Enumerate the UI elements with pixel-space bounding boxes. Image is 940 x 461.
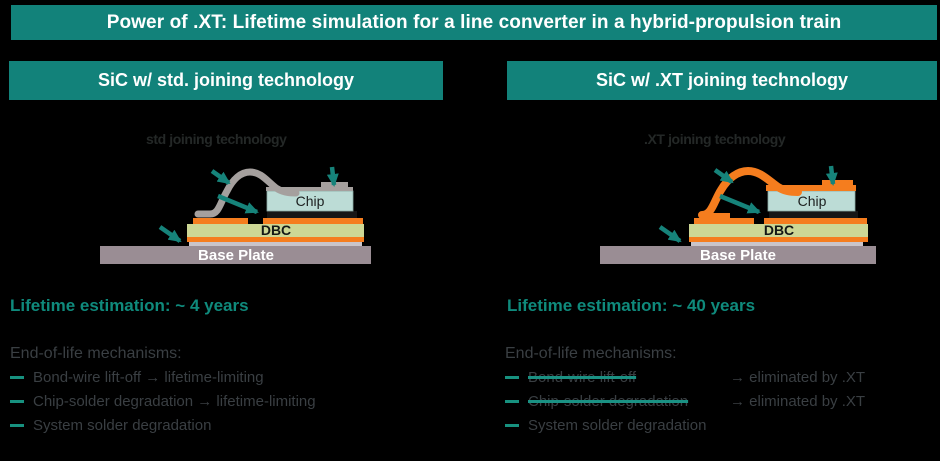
base-plate-label: Base Plate <box>700 247 776 264</box>
dbc-label: DBC <box>764 222 794 238</box>
diagram-label-std: std joining technology <box>146 131 287 147</box>
chip-solder-layer <box>769 211 858 218</box>
dbc-label: DBC <box>261 222 291 238</box>
dbc-bottom-copper-layer <box>187 237 364 242</box>
dbc-top-copper-pad-right <box>263 218 363 224</box>
bullet-dash-icon <box>505 424 519 427</box>
bullet-dash-icon <box>10 424 24 427</box>
base-plate-rect <box>600 246 876 264</box>
xt-package-diagram: Chip DBC Base Plate <box>600 165 876 264</box>
dbc-top-copper-pad-right <box>764 218 867 224</box>
dbc-bottom-copper-layer <box>689 237 868 242</box>
bond-wire-xt-path <box>698 167 802 219</box>
panel-header-xt-label: SiC w/ .XT joining technology <box>596 70 848 90</box>
stress-arrow-icon <box>713 168 734 184</box>
stress-arrow-icon <box>719 193 761 215</box>
copper-pad-step <box>703 213 730 218</box>
bond-wire-std-path <box>194 168 300 218</box>
base-plate-label: Base Plate <box>198 247 274 264</box>
chip-label: Chip <box>798 193 827 209</box>
bullet-dash-icon <box>10 400 24 403</box>
mechanism-text: System solder degradation <box>528 417 707 434</box>
mechanisms-heading-std: End-of-life mechanisms: <box>10 345 182 362</box>
system-solder-layer <box>189 242 362 246</box>
std-package-diagram: Chip DBC Base Plate <box>100 166 371 264</box>
chip-top-metallization <box>266 187 353 191</box>
mechanisms-list-xt: Bond-wire lift-off → eliminated by .XT C… <box>505 369 865 441</box>
list-item: Bond-wire lift-off → lifetime-limiting <box>10 369 316 386</box>
bullet-dash-icon <box>505 376 519 379</box>
list-item: System solder degradation <box>10 417 316 434</box>
mechanism-text-struck: Bond-wire lift-off <box>528 369 637 386</box>
mechanisms-list-std: Bond-wire lift-off → lifetime-limiting C… <box>10 369 316 441</box>
stress-arrow-icon <box>217 193 259 215</box>
diagram-label-xt: .XT joining technology <box>644 131 786 147</box>
bullet-dash-icon <box>505 400 519 403</box>
chip-label: Chip <box>296 193 325 209</box>
mechanism-text-struck: Chip-solder degradation <box>528 393 689 410</box>
lifetime-estimation-std: Lifetime estimation: ~ 4 years <box>10 296 249 315</box>
stress-arrow-icon <box>825 165 838 186</box>
chip-solder-layer <box>267 211 357 218</box>
title-bar: Power of .XT: Lifetime simulation for a … <box>11 5 937 40</box>
panel-header-std-label: SiC w/ std. joining technology <box>98 70 354 90</box>
list-item: Chip-solder degradation → lifetime-limit… <box>10 393 316 410</box>
list-item: Bond-wire lift-off → eliminated by .XT <box>505 369 865 386</box>
mechanism-suffix: → eliminated by .XT <box>730 393 866 410</box>
list-item: System solder degradation <box>505 417 865 434</box>
stress-arrow-icon <box>658 225 682 243</box>
list-item: Chip-solder degradation → eliminated by … <box>505 393 865 410</box>
page-title: Power of .XT: Lifetime simulation for a … <box>106 11 842 33</box>
stress-arrow-icon <box>326 166 339 187</box>
base-plate-rect <box>100 246 371 264</box>
dbc-rect <box>689 224 868 237</box>
mechanisms-heading-xt: End-of-life mechanisms: <box>505 345 677 362</box>
mechanism-text: System solder degradation <box>33 417 212 434</box>
bullet-dash-icon <box>10 376 24 379</box>
dbc-rect <box>187 224 364 237</box>
dbc-top-copper-pad-left <box>694 218 754 224</box>
mechanism-text: Chip-solder degradation → lifetime-limit… <box>33 393 316 410</box>
panel-header-xt: SiC w/ .XT joining technology <box>507 61 937 100</box>
stress-arrow-icon <box>158 225 182 243</box>
system-solder-layer <box>691 242 863 246</box>
dbc-top-copper-pad-left <box>193 218 248 224</box>
stress-arrow-icon <box>210 169 231 185</box>
lifetime-estimation-xt: Lifetime estimation: ~ 40 years <box>507 296 756 315</box>
panel-header-std: SiC w/ std. joining technology <box>9 61 443 100</box>
mechanism-text: Bond-wire lift-off → lifetime-limiting <box>33 369 264 386</box>
chip-top-contact-step <box>822 180 853 186</box>
chip-top-copper-metallization <box>766 185 856 191</box>
mechanism-suffix: → eliminated by .XT <box>730 369 866 386</box>
